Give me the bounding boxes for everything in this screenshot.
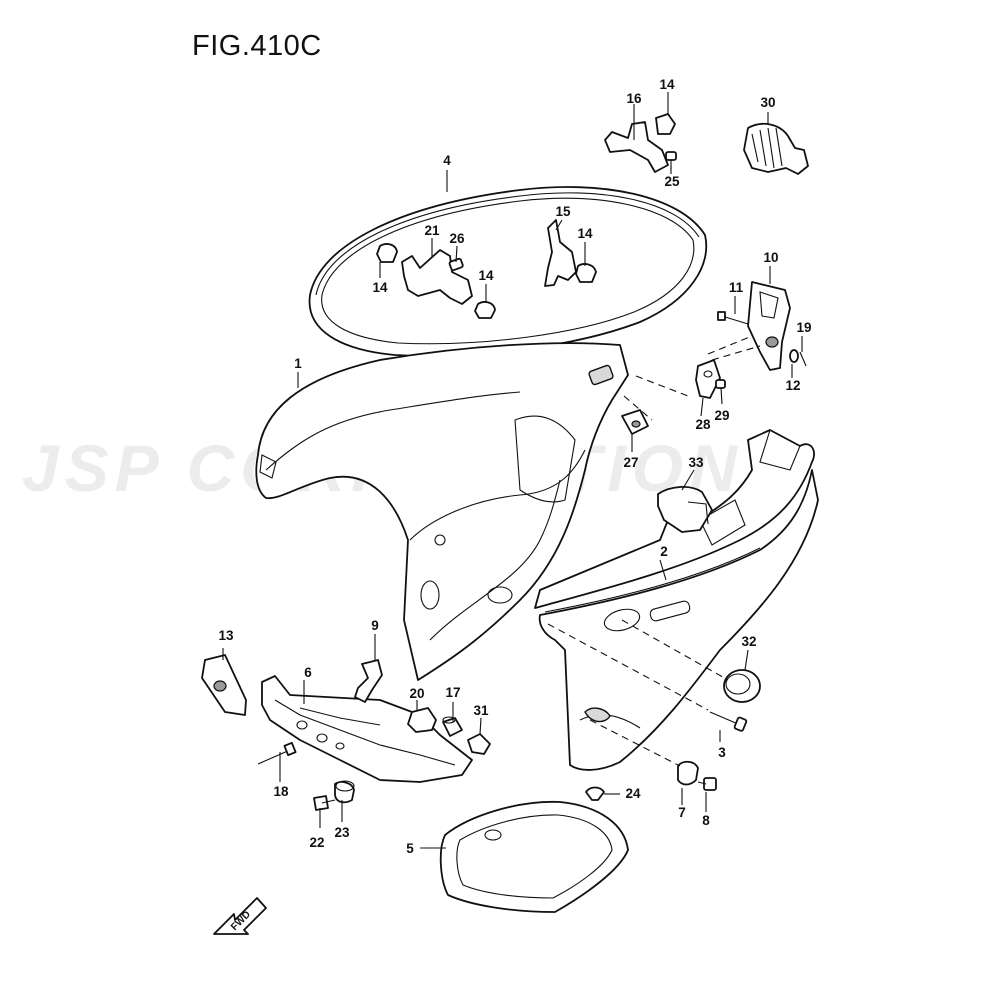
part-14-cap-a: [655, 113, 676, 135]
fwd-arrow-icon: FWD: [213, 897, 267, 935]
callout-22: 22: [309, 835, 324, 850]
leader-lines: [222, 92, 803, 849]
callout-12: 12: [785, 378, 800, 393]
part-5-gasket: [439, 800, 629, 913]
callout-8: 8: [702, 813, 710, 828]
callout-2: 2: [660, 544, 668, 559]
callout-32: 32: [741, 634, 756, 649]
callout-19: 19: [796, 320, 811, 335]
callout-9: 9: [371, 618, 379, 633]
callout-33: 33: [688, 455, 704, 470]
part-32-plug: [723, 669, 761, 703]
callout-7: 7: [678, 805, 686, 820]
part-21-bracket: [401, 249, 473, 305]
part-24-clip: [585, 786, 605, 801]
part-23-collar: [334, 780, 355, 804]
part-33-bumper: [657, 486, 713, 533]
part-16-bracket: [604, 121, 669, 173]
callout-18: 18: [273, 784, 289, 799]
part-22-bolt: [313, 795, 336, 811]
callout-28: 28: [695, 417, 711, 432]
callout-6: 6: [304, 665, 312, 680]
figure-title: FIG.410C: [192, 30, 322, 62]
part-18-pin: [257, 741, 297, 765]
part-14-cap-d: [474, 301, 496, 319]
callout-17: 17: [445, 685, 460, 700]
callout-14c: 14: [478, 268, 494, 283]
part-7-collar: [677, 760, 699, 786]
callout-21: 21: [424, 223, 440, 238]
callout-1: 1: [294, 356, 302, 371]
callout-25: 25: [664, 174, 680, 189]
part-14-cap-b: [575, 263, 597, 283]
part-20-clip: [407, 707, 437, 733]
callout-14a: 14: [659, 77, 675, 92]
part-15-bracket: [544, 219, 577, 287]
part-31-grommet: [467, 733, 491, 755]
callout-26: 26: [449, 231, 465, 246]
callout-3: 3: [718, 745, 726, 760]
part-8-bolt: [697, 777, 717, 791]
callout-14d: 14: [372, 280, 388, 295]
part-13-pad: [201, 654, 247, 716]
callout-11: 11: [729, 280, 744, 295]
part-19-pin: [799, 351, 807, 367]
callout-16: 16: [626, 91, 642, 106]
part-4-seal: [308, 186, 708, 357]
part-1-cover: [255, 342, 629, 681]
callout-5: 5: [406, 841, 414, 856]
callout-14b: 14: [577, 226, 593, 241]
part-25-screw: [665, 151, 677, 170]
part-6-bracket: [261, 675, 473, 783]
part-14-cap-c: [376, 243, 398, 263]
callout-27: 27: [623, 455, 638, 470]
callout-20: 20: [409, 686, 424, 701]
callout-30: 30: [760, 95, 775, 110]
phantom-lines: [547, 335, 761, 767]
part-27-collar: [621, 409, 649, 435]
callout-13: 13: [218, 628, 234, 643]
callout-24: 24: [625, 786, 641, 801]
part-29-screw: [715, 379, 726, 389]
part-26-screw: [448, 257, 464, 272]
callout-4: 4: [443, 153, 451, 168]
callout-15: 15: [555, 204, 571, 219]
part-3-bolt: [709, 711, 748, 732]
part-28-hook: [695, 359, 721, 399]
callout-29: 29: [714, 408, 729, 423]
callout-31: 31: [473, 703, 489, 718]
callout-23: 23: [334, 825, 350, 840]
part-10-latch: [747, 281, 791, 371]
part-17-collar: [442, 716, 463, 737]
part-30-fitting: [743, 122, 809, 175]
part-11-screw: [717, 311, 749, 325]
part-9-clip: [354, 659, 383, 703]
callout-labels: 1 2 3 4 5 6 7 8 9 10 11 12 13 14 14 14 1…: [218, 77, 811, 856]
callout-10: 10: [763, 250, 778, 265]
part-12-washer: [789, 349, 799, 363]
